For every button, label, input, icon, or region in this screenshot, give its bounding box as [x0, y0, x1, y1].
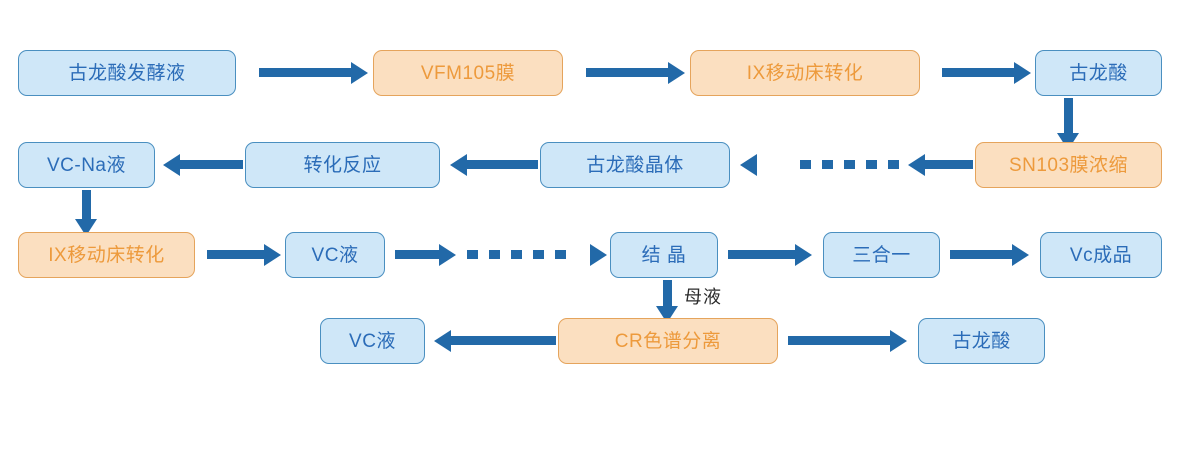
arrow-n11-n12-shaft	[728, 250, 795, 259]
arrow-n3-n4-shaft	[942, 68, 1014, 77]
arrow-dashed-row3-dashes	[467, 250, 567, 259]
arrow-n11-n12-head	[795, 244, 812, 266]
arrow-n15-n14-shaft	[451, 336, 556, 345]
node-label: 转化反应	[303, 154, 382, 176]
node-label: Vc成品	[1069, 244, 1133, 266]
arrow-dashed-row2-head-left	[740, 154, 757, 176]
node-label: 古龙酸发酵液	[68, 62, 186, 84]
node-label: VC-Na液	[46, 154, 126, 176]
arrow-n6-n5-head	[163, 154, 180, 176]
node-sn103-membrane-concentration[interactable]: SN103膜浓缩	[975, 142, 1162, 188]
edge-label-mother-liquor: 母液	[684, 287, 722, 307]
node-label: IX移动床转化	[746, 62, 864, 84]
arrow-dashed-row3-head-right	[590, 244, 607, 266]
arrow-dashed-row3-shaft	[395, 250, 439, 259]
node-vc-na-solution[interactable]: VC-Na液	[18, 142, 155, 188]
node-gulonic-acid-2[interactable]: 古龙酸	[918, 318, 1045, 364]
arrow-n4-n8-shaft	[1064, 98, 1073, 136]
arrow-n15-n16-head	[890, 330, 907, 352]
node-vc-solution-1[interactable]: VC液	[285, 232, 385, 278]
node-gulonic-acid-crystal[interactable]: 古龙酸晶体	[540, 142, 730, 188]
node-label: CR色谱分离	[614, 330, 722, 352]
arrow-n15-n16-shaft	[788, 336, 890, 345]
arrow-dashed-row3-head-left	[439, 244, 456, 266]
node-label: VFM105膜	[420, 62, 516, 84]
node-label: VC液	[349, 330, 396, 352]
arrow-n2-n3-head	[668, 62, 685, 84]
node-label: 结 晶	[641, 244, 687, 266]
node-ix-moving-bed-conversion-1[interactable]: IX移动床转化	[690, 50, 920, 96]
arrow-n11-n15-shaft	[663, 280, 672, 309]
node-three-in-one[interactable]: 三合一	[823, 232, 940, 278]
node-label: 三合一	[852, 244, 911, 266]
arrow-n3-n4-head	[1014, 62, 1031, 84]
arrow-n1-n2-head	[351, 62, 368, 84]
arrow-n7-n6-shaft	[467, 160, 538, 169]
arrow-dashed-row2-shaft	[925, 160, 973, 169]
node-label: 古龙酸	[952, 330, 1011, 352]
node-crystallization[interactable]: 结 晶	[610, 232, 718, 278]
arrow-n9-n10-head	[264, 244, 281, 266]
arrow-n12-n13-head	[1012, 244, 1029, 266]
node-label: SN103膜浓缩	[1008, 154, 1129, 176]
node-label: IX移动床转化	[48, 244, 165, 266]
arrow-n2-n3-shaft	[586, 68, 668, 77]
node-conversion-reaction[interactable]: 转化反应	[245, 142, 440, 188]
arrow-n5-n9-shaft	[82, 190, 91, 222]
arrow-dashed-row2-head-mid	[908, 154, 925, 176]
arrow-n5-n9-head	[75, 219, 97, 236]
node-gulonic-acid-1[interactable]: 古龙酸	[1035, 50, 1162, 96]
node-gulonic-acid-fermentation-broth[interactable]: 古龙酸发酵液	[18, 50, 236, 96]
arrow-n7-n6-head	[450, 154, 467, 176]
arrow-dashed-row2-dashes	[800, 160, 900, 169]
node-label: VC液	[311, 244, 359, 266]
node-label: 古龙酸晶体	[586, 154, 684, 176]
node-ix-moving-bed-conversion-2[interactable]: IX移动床转化	[18, 232, 195, 278]
arrow-n12-n13-shaft	[950, 250, 1012, 259]
arrow-n15-n14-head	[434, 330, 451, 352]
node-vfm105-membrane[interactable]: VFM105膜	[373, 50, 563, 96]
node-vc-final-product[interactable]: Vc成品	[1040, 232, 1162, 278]
node-cr-chromatographic-separation[interactable]: CR色谱分离	[558, 318, 778, 364]
node-label: 古龙酸	[1069, 62, 1128, 84]
node-vc-solution-2[interactable]: VC液	[320, 318, 425, 364]
arrow-n6-n5-shaft	[180, 160, 243, 169]
arrow-n9-n10-shaft	[207, 250, 264, 259]
arrow-n1-n2-shaft	[259, 68, 351, 77]
